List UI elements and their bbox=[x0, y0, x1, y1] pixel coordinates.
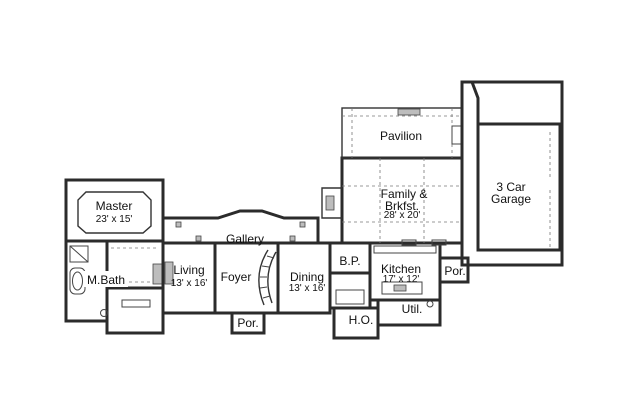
kitchen-counter-top bbox=[373, 245, 437, 254]
util-sink bbox=[426, 300, 434, 308]
ho-label: H.O. bbox=[349, 313, 374, 327]
garage-label-line1: 3 Car bbox=[496, 180, 525, 194]
lower-closet-walls bbox=[105, 286, 165, 335]
master-tray-ceiling bbox=[77, 191, 152, 234]
bp-label: B.P. bbox=[339, 254, 360, 268]
dining-dims: 13' x 16' bbox=[289, 283, 326, 294]
living-dims: 13' x 16' bbox=[171, 278, 208, 289]
column bbox=[289, 235, 296, 242]
front-porch-label: Por. bbox=[237, 316, 258, 330]
shower-divider bbox=[69, 245, 89, 263]
side-porch-label: Por. bbox=[444, 264, 465, 278]
foyer-label: Foyer bbox=[221, 270, 252, 284]
window bbox=[431, 239, 447, 246]
living-label: Living bbox=[173, 263, 204, 277]
back-stair bbox=[335, 289, 365, 305]
kitchen-label: Kitchen bbox=[381, 262, 421, 276]
mbath-label-bg bbox=[84, 271, 128, 287]
garage-walls bbox=[462, 80, 562, 252]
curved-stair-inner bbox=[267, 251, 277, 304]
pavilion-label: Pavilion bbox=[380, 129, 422, 143]
window bbox=[401, 239, 417, 246]
column bbox=[175, 221, 182, 228]
stair-tread-4 bbox=[259, 286, 268, 289]
kitchen-dims: 17' x 12' bbox=[383, 274, 420, 285]
side-porch-walls bbox=[438, 256, 470, 284]
column bbox=[195, 235, 202, 242]
toilet bbox=[100, 309, 108, 317]
front-porch-walls bbox=[230, 311, 266, 335]
garage-label-line2: Garage bbox=[491, 192, 531, 206]
util-label: Util. bbox=[402, 302, 423, 316]
family-dims: 28' x 20' bbox=[384, 210, 421, 221]
stair-tread-1 bbox=[266, 255, 275, 259]
dining-label: Dining bbox=[290, 270, 324, 284]
master-label: Master bbox=[96, 199, 133, 213]
garage-outer bbox=[460, 80, 564, 267]
stair-tread-5 bbox=[262, 295, 271, 299]
family-label-line2: Brkfst. bbox=[385, 199, 419, 213]
living-fireplace bbox=[164, 261, 174, 285]
master-dims: 23' x 15' bbox=[96, 214, 133, 225]
bathtub-basin bbox=[72, 271, 83, 291]
room-labels: Master 23' x 15' M.Bath Living 13' x 16'… bbox=[84, 129, 531, 330]
gallery-label: Gallery bbox=[226, 232, 264, 246]
central-block bbox=[161, 209, 332, 335]
cooktop bbox=[393, 284, 407, 292]
column bbox=[299, 221, 306, 228]
mbath-label: M.Bath bbox=[87, 273, 125, 287]
family-label-line1: Family & bbox=[381, 187, 428, 201]
shower bbox=[69, 245, 89, 263]
outdoor-grill bbox=[397, 108, 421, 116]
closet-bench bbox=[121, 299, 151, 308]
kitchen-island bbox=[381, 281, 423, 295]
master-fireplace bbox=[152, 263, 163, 285]
stair-tread-2 bbox=[261, 265, 270, 268]
family-bay bbox=[321, 187, 342, 219]
curved-stair bbox=[258, 249, 269, 306]
garage-block bbox=[438, 80, 564, 284]
family-fireplace bbox=[325, 195, 335, 211]
